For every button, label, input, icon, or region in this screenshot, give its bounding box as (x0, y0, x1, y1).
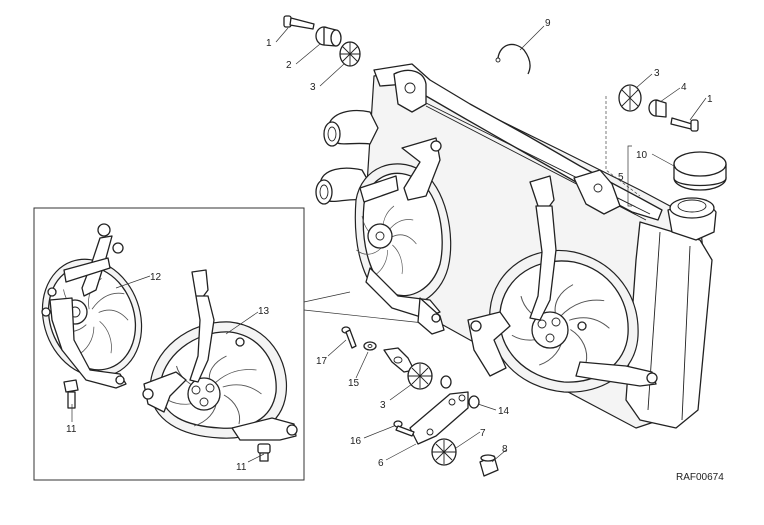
radiator-fan-right (467, 175, 658, 393)
screw-1-right (670, 117, 699, 132)
radiator-fan-left (354, 137, 452, 335)
callout-label: 2 (286, 60, 292, 71)
fan-assembly-12 (41, 223, 143, 389)
callout-labels: 1 2 3 9 3 4 1 10 5 12 13 11 11 17 15 3 1… (66, 18, 713, 473)
bushing-2 (315, 26, 342, 47)
bushing-14 (440, 375, 480, 409)
alignment-line (605, 96, 641, 197)
callout-label: 8 (502, 444, 508, 455)
callout-label: 14 (498, 406, 510, 417)
inset-connector-line (303, 291, 351, 303)
bracket-arm-6 (409, 391, 469, 445)
clip-9 (495, 43, 531, 75)
washer-15 (363, 341, 377, 351)
callout-label: 5 (618, 172, 624, 183)
grommet-3-bottom (407, 362, 433, 390)
grommet-3-right (618, 84, 642, 112)
screw-11-left (63, 379, 79, 409)
callout-label: 3 (310, 82, 316, 93)
callout-label: 6 (378, 458, 384, 469)
callout-label: 16 (350, 436, 362, 447)
callout-label: 3 (654, 68, 660, 79)
drawing-reference-code: RAF00674 (676, 472, 724, 483)
screw-17 (341, 326, 357, 349)
callout-label: 1 (707, 94, 713, 105)
detail-inset-frame (33, 207, 305, 481)
grommet-7 (431, 438, 457, 466)
callout-label: 1 (266, 38, 272, 49)
spacer-8 (479, 454, 499, 477)
screw-16 (393, 420, 415, 437)
callout-label: 11 (236, 462, 247, 473)
callout-label: 17 (316, 356, 328, 367)
screw-11-right (257, 443, 271, 462)
callout-label: 9 (545, 18, 551, 29)
callout-label: 11 (66, 424, 77, 435)
screw-1-top-left (283, 15, 315, 30)
bracket-5 (627, 145, 632, 207)
leader-lines (71, 25, 707, 463)
callout-label: 4 (681, 82, 687, 93)
callout-label: 15 (348, 378, 360, 389)
grommet-3-top (339, 41, 361, 67)
fan-assembly-13 (142, 269, 298, 441)
callout-label: 12 (150, 272, 162, 283)
callout-label: 3 (380, 400, 386, 411)
callout-label: 10 (636, 150, 648, 161)
callout-label: 7 (480, 428, 486, 439)
callout-label: 13 (258, 306, 270, 317)
bushing-4 (648, 99, 667, 118)
